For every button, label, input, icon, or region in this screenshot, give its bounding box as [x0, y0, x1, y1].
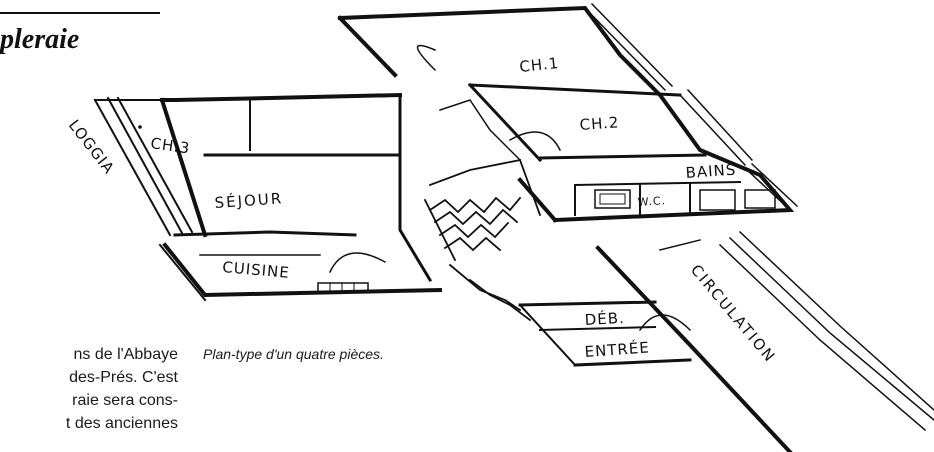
- living-block-outline: [93, 92, 443, 302]
- room-label-entree: ENTRÉE: [584, 337, 650, 361]
- room-label-bains: BAINS: [685, 160, 737, 181]
- body-line: ns de l'Abbaye: [73, 346, 178, 363]
- room-label-sejour: SÉJOUR: [214, 188, 284, 212]
- room-label-circulation: CIRCULATION: [687, 261, 779, 366]
- body-paragraph: ns de l'Abbaye des-Prés. C'est raie sera…: [0, 343, 178, 435]
- body-line: des-Prés. C'est: [69, 369, 178, 386]
- figure-caption: Plan-type d'un quatre pièces.: [203, 346, 384, 362]
- stairs: [423, 99, 542, 322]
- body-line: raie sera cons-: [72, 392, 178, 409]
- bedroom-block-outline: [337, 2, 799, 223]
- room-label-wc: W.C.: [637, 194, 666, 209]
- room-label-ch1: CH.1: [519, 54, 560, 76]
- entrance-block-outline: [518, 230, 934, 452]
- section-heading: pleraie: [0, 24, 80, 55]
- room-label-ch2: CH.2: [579, 113, 620, 134]
- room-label-deb: DÉB.: [584, 308, 625, 329]
- room-label-ch3: CH.3: [149, 134, 191, 157]
- room-label-cuisine: CUISINE: [222, 258, 291, 282]
- body-line: t des anciennes: [65, 415, 178, 432]
- room-marker-dot: [138, 125, 142, 129]
- heading-rule: [0, 12, 160, 14]
